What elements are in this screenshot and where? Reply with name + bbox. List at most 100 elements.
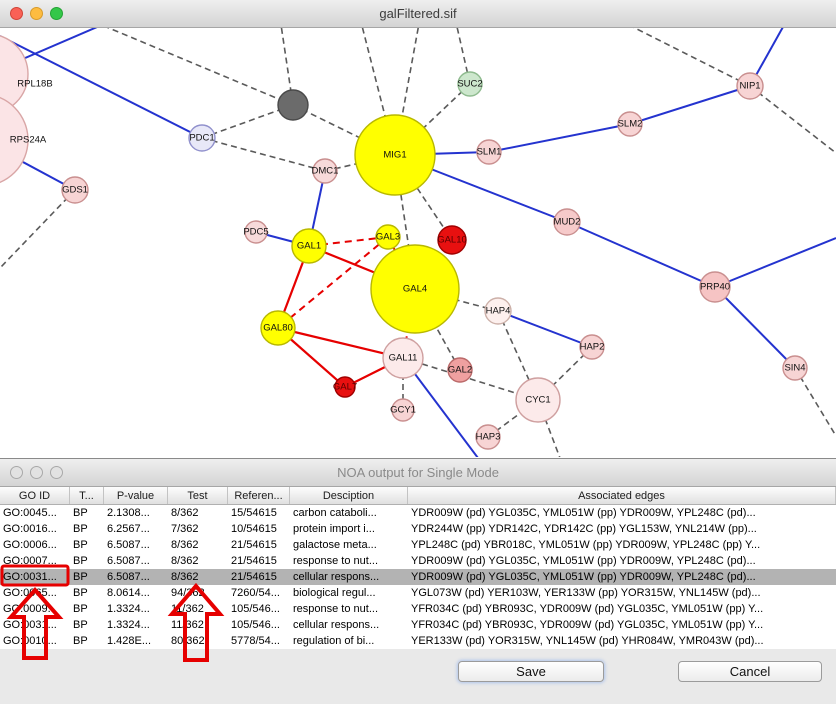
node-GCY1[interactable] (391, 398, 415, 422)
node-HAP2[interactable] (579, 334, 605, 360)
graph-edge[interactable] (394, 28, 420, 156)
network-graph[interactable]: RPL18BRPS24AGDS1PDC1DMC1MIG1SUC2SLM1SLM2… (0, 28, 836, 457)
table-cell: BP (73, 619, 88, 631)
window-controls-inactive (10, 466, 63, 479)
node-PDC1[interactable] (188, 124, 216, 152)
graph-edge[interactable] (85, 28, 294, 106)
table-cell: YFR034C (pd) YBR093C, YDR009W (pd) YGL03… (411, 619, 764, 631)
graph-edge[interactable] (360, 28, 396, 156)
node-GAL4[interactable] (370, 244, 460, 334)
node-big-left-bottom[interactable] (0, 94, 29, 186)
column-header-go-id[interactable]: GO ID (0, 487, 70, 504)
node-SUC2[interactable] (457, 71, 483, 97)
table-cell: 8/362 (171, 539, 199, 551)
column-header-t[interactable]: T... (70, 487, 104, 504)
graph-edge[interactable] (394, 154, 453, 241)
node-MIG1[interactable] (354, 114, 436, 196)
node-GAL7[interactable] (334, 376, 356, 398)
node-GDS1[interactable] (61, 176, 89, 204)
table-cell: regulation of bi... (293, 635, 375, 647)
node-GAL80[interactable] (260, 310, 296, 346)
graph-edge[interactable] (394, 83, 471, 156)
graph-edge[interactable] (566, 221, 716, 288)
close-button[interactable] (10, 7, 23, 20)
graph-edge[interactable] (714, 286, 796, 369)
node-big-left-top[interactable] (0, 34, 29, 114)
node-GAL11[interactable] (382, 337, 424, 379)
table-cell: YGL073W (pd) YER103W, YER133W (pp) YOR31… (411, 587, 761, 599)
zoom-button[interactable] (50, 7, 63, 20)
table-cell: GO:0065... (3, 587, 57, 599)
table-cell: 105/546... (231, 619, 280, 631)
zoom-button[interactable] (50, 466, 63, 479)
node-SLM1[interactable] (476, 139, 502, 165)
graph-edge[interactable] (455, 28, 471, 85)
graph-edge[interactable] (488, 123, 631, 153)
node-dark[interactable] (277, 89, 309, 121)
node-HAP4[interactable] (484, 297, 512, 325)
column-header-referen[interactable]: Referen... (228, 487, 290, 504)
node-HAP3[interactable] (475, 424, 501, 450)
table-cell: 11/362 (171, 603, 204, 615)
table-cell: GO:0009... (3, 603, 57, 615)
minimize-button[interactable] (30, 7, 43, 20)
column-header-desciption[interactable]: Desciption (290, 487, 408, 504)
node-PRP40[interactable] (699, 271, 731, 303)
graph-edge[interactable] (714, 237, 836, 288)
node-GAL3[interactable] (375, 224, 401, 250)
node-SIN4[interactable] (782, 355, 808, 381)
save-button[interactable]: Save (458, 661, 604, 682)
graph-edge[interactable] (497, 310, 593, 348)
column-header-test[interactable]: Test (168, 487, 228, 504)
graph-edge[interactable] (0, 35, 203, 139)
node-NIP1[interactable] (736, 72, 764, 100)
graph-edge[interactable] (615, 28, 751, 87)
graph-edge[interactable] (201, 137, 326, 172)
node-label-PDC1: PDC1 (189, 133, 214, 144)
graph-edge[interactable] (794, 367, 836, 437)
column-header-p-value[interactable]: P-value (104, 487, 168, 504)
node-GAL10[interactable] (437, 225, 467, 255)
node-label-HAP2: HAP2 (580, 342, 605, 353)
table-cell: 6.5087... (107, 571, 150, 583)
column-header-associated-edges[interactable]: Associated edges (408, 487, 836, 504)
minimize-button[interactable] (30, 466, 43, 479)
node-PDC5[interactable] (244, 220, 268, 244)
table-cell: BP (73, 635, 88, 647)
graph-edge[interactable] (0, 140, 76, 191)
graph-edge[interactable] (402, 357, 539, 401)
node-CYC1[interactable] (515, 377, 561, 423)
graph-edge[interactable] (629, 85, 751, 125)
node-GAL1[interactable] (291, 228, 327, 264)
table-cell: BP (73, 555, 88, 567)
graph-edge[interactable] (201, 104, 294, 139)
cancel-button[interactable]: Cancel (678, 661, 822, 682)
table-cell: response to nut... (293, 555, 378, 567)
graph-edge[interactable] (402, 357, 479, 457)
network-window-titlebar[interactable]: galFiltered.sif (0, 0, 836, 28)
noa-window-titlebar[interactable]: NOA output for Single Mode (0, 459, 836, 487)
table-cell: 7260/54... (231, 587, 280, 599)
node-GAL2[interactable] (447, 357, 473, 383)
graph-edge[interactable] (414, 288, 461, 371)
table-cell: 6.2567... (107, 523, 150, 535)
node-MUD2[interactable] (553, 208, 581, 236)
close-button[interactable] (10, 466, 23, 479)
node-SLM2[interactable] (617, 111, 643, 137)
table-cell: BP (73, 507, 88, 519)
graph-edge[interactable] (749, 85, 836, 154)
table-cell: 8/362 (171, 571, 199, 583)
graph-edge[interactable] (0, 189, 76, 269)
node-DMC1[interactable] (312, 158, 338, 184)
graph-edge[interactable] (277, 326, 404, 360)
